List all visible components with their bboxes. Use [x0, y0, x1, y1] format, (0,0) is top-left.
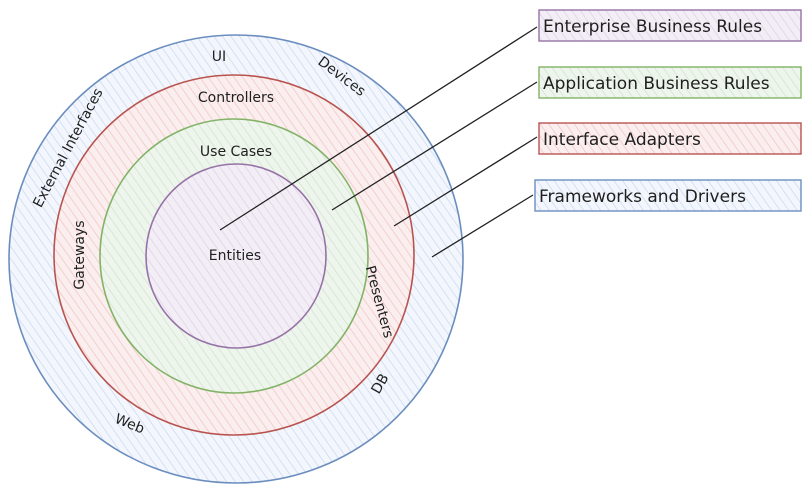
- gateways-label: Gateways: [72, 220, 88, 289]
- legend-adapters-label: Interface Adapters: [543, 130, 701, 150]
- use-cases-label: Use Cases: [200, 144, 272, 160]
- connector-adapters: [393, 136, 538, 227]
- enterprise-business-rules-circle: [145, 163, 327, 349]
- controllers-label: Controllers: [198, 90, 274, 106]
- legend-enterprise-label: Enterprise Business Rules: [543, 17, 762, 37]
- ui-label: UI: [212, 49, 226, 65]
- legend-adapters: Interface Adapters: [538, 122, 802, 155]
- legend-frameworks: Frameworks and Drivers: [534, 179, 802, 212]
- legend-enterprise: Enterprise Business Rules: [538, 9, 802, 42]
- entities-label: Entities: [209, 248, 261, 264]
- legend-application-label: Application Business Rules: [543, 74, 770, 94]
- connector-enterprise: [219, 26, 538, 231]
- legend-frameworks-label: Frameworks and Drivers: [539, 187, 746, 207]
- connector-application: [331, 81, 538, 211]
- legend-application: Application Business Rules: [538, 66, 802, 99]
- connector-frameworks: [431, 194, 534, 258]
